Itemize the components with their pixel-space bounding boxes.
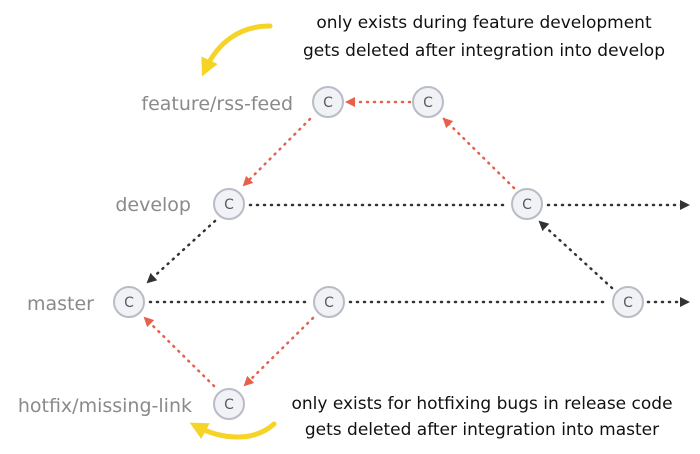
arrow-feature-to-develop	[242, 117, 312, 187]
branch-label-hotfix: hotfix/missing-link	[18, 395, 192, 417]
yellow-arrow-feature-note	[201, 23, 273, 77]
commit-develop-2: C	[511, 188, 543, 220]
arrow-master-to-hotfix	[243, 316, 315, 387]
arrow-hotfix-to-master	[143, 316, 216, 388]
arrow-develop-to-feature-tip	[442, 117, 516, 190]
commit-feature-1: C	[312, 86, 344, 118]
commit-label: C	[224, 397, 234, 413]
yellow-arrow-hotfix-note	[189, 421, 277, 440]
commit-hotfix-1: C	[213, 388, 245, 420]
commit-label: C	[124, 295, 134, 311]
hotfix-note-line-2: gets deleted after integration into mast…	[305, 420, 659, 440]
commit-label: C	[623, 295, 633, 311]
commit-master-1: C	[113, 286, 145, 318]
commit-master-2: C	[313, 286, 345, 318]
arrow-master-to-develop	[538, 220, 614, 290]
hotfix-note-line-1: only exists for hotfixing bugs in releas…	[291, 394, 672, 414]
commit-label: C	[224, 197, 234, 213]
commit-develop-1: C	[213, 188, 245, 220]
arrow-develop-to-master	[146, 219, 217, 284]
commit-label: C	[423, 95, 433, 111]
feature-note-line-1: only exists during feature development	[316, 13, 652, 33]
branch-label-master: master	[27, 293, 94, 315]
commit-label: C	[522, 197, 532, 213]
branch-label-develop: develop	[115, 194, 191, 216]
commit-feature-2: C	[412, 86, 444, 118]
branch-label-feature: feature/rss-feed	[141, 93, 293, 115]
commit-label: C	[324, 295, 334, 311]
feature-note-line-2: gets deleted after integration into deve…	[303, 41, 665, 61]
commit-master-3: C	[612, 286, 644, 318]
commit-label: C	[323, 95, 333, 111]
